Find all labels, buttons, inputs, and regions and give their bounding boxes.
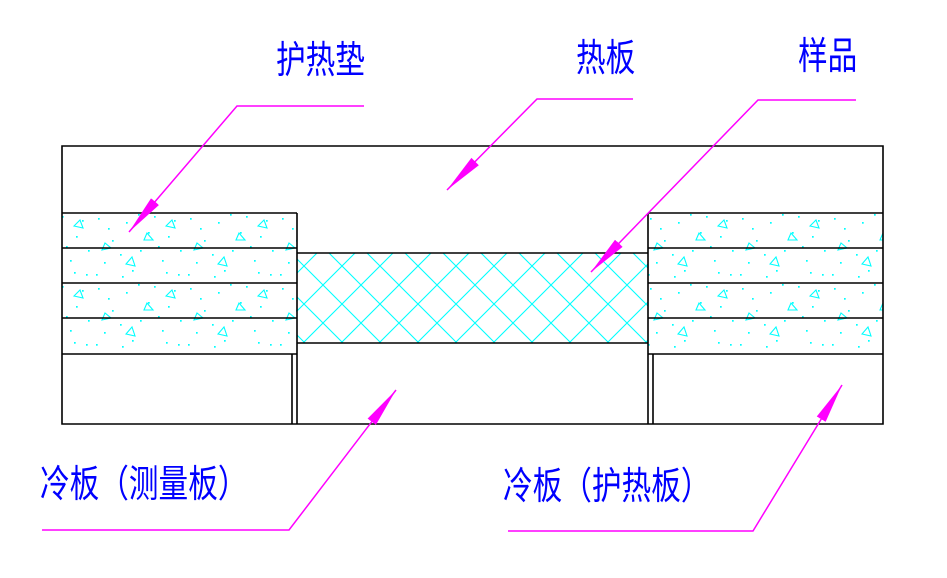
- cold-plate-measuring-leader: [42, 389, 397, 531]
- cold-plate-guard-leader: [508, 384, 843, 532]
- guard-pad-label: 护热垫: [276, 38, 365, 82]
- sample-region: [297, 253, 648, 343]
- hot-plate-label: 热板: [576, 36, 636, 80]
- hot-plate-leader: [446, 98, 633, 191]
- sample-label: 样品: [798, 34, 858, 78]
- guard-pad-leader: [128, 105, 364, 233]
- hot-plate-region: [61, 145, 884, 425]
- structure-lines: [62, 212, 883, 424]
- sample-leader: [590, 99, 856, 273]
- cold-plate-measuring-label: 冷板（测量板）: [40, 462, 248, 506]
- cold-plate-guard-label: 冷板（护热板）: [503, 464, 711, 508]
